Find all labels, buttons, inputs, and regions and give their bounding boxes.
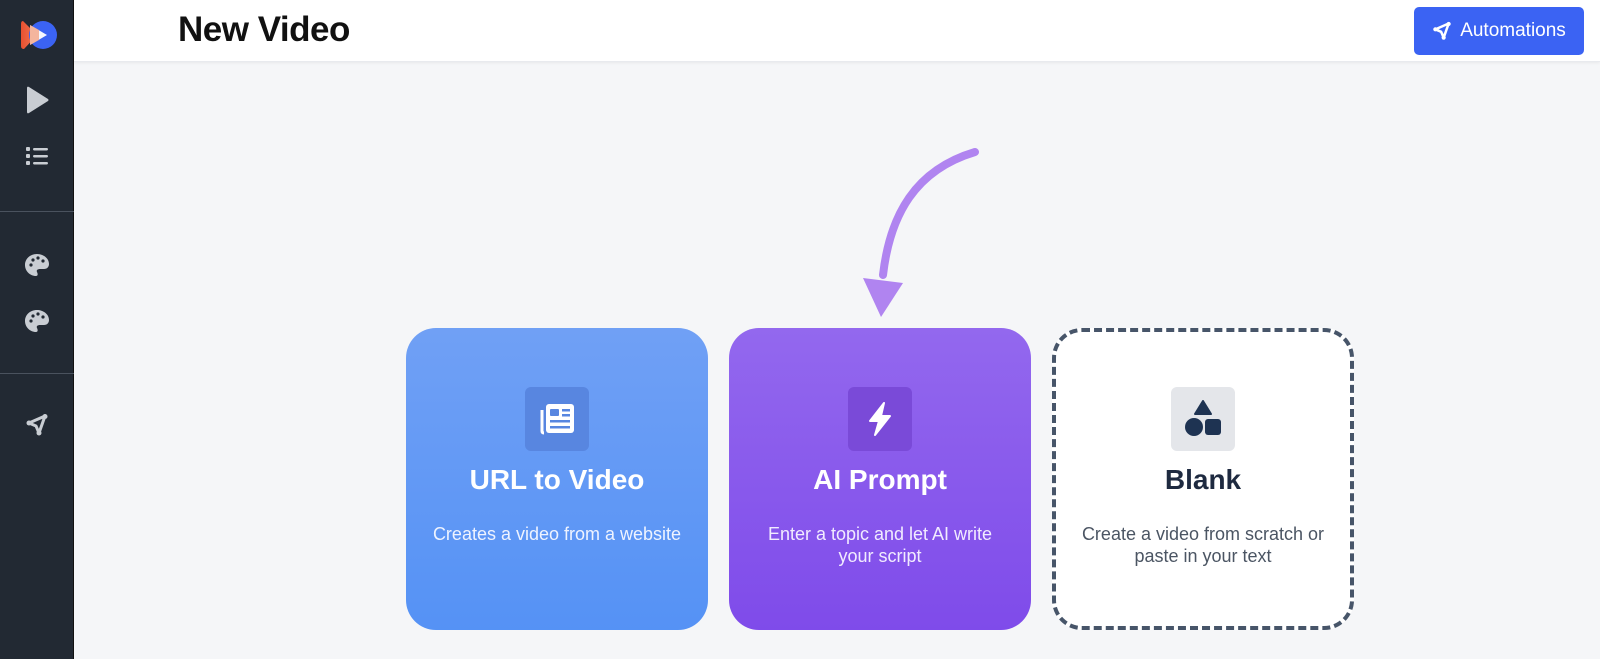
sidebar-divider bbox=[0, 211, 74, 212]
sidebar-item-list[interactable] bbox=[0, 134, 74, 178]
sidebar-item-automations[interactable] bbox=[0, 403, 74, 447]
automation-icon bbox=[26, 414, 48, 436]
card-title: AI Prompt bbox=[813, 464, 947, 495]
card-title: URL to Video bbox=[469, 464, 645, 495]
page-title: New Video bbox=[178, 10, 350, 49]
shapes-icon bbox=[1185, 400, 1221, 436]
card-icon-box bbox=[1171, 387, 1235, 451]
sidebar-item-videos[interactable] bbox=[0, 78, 74, 122]
palette-icon bbox=[25, 310, 49, 332]
card-icon-box bbox=[525, 387, 589, 451]
ai-prompt-card[interactable]: AI Prompt Enter a topic and let AI write… bbox=[729, 328, 1031, 630]
sidebar-divider bbox=[0, 373, 74, 374]
sidebar-item-theme-1[interactable] bbox=[0, 243, 74, 287]
play-icon bbox=[27, 86, 49, 114]
top-bar: New Video Automations bbox=[74, 0, 1600, 62]
automations-label: Automations bbox=[1460, 20, 1566, 41]
card-title: Blank bbox=[1164, 464, 1242, 495]
palette-icon bbox=[25, 254, 49, 276]
app-logo[interactable] bbox=[0, 13, 74, 57]
annotation-arrow-icon bbox=[863, 148, 979, 317]
sidebar-item-theme-2[interactable] bbox=[0, 299, 74, 343]
blank-card[interactable]: Blank Create a video from scratch or pas… bbox=[1052, 328, 1354, 630]
bolt-icon bbox=[869, 402, 891, 436]
automations-button[interactable]: Automations bbox=[1414, 7, 1584, 55]
url-to-video-card[interactable]: URL to Video Creates a video from a webs… bbox=[406, 328, 708, 630]
logo-icon bbox=[21, 21, 57, 49]
card-description: Enter a topic and let AI write your scri… bbox=[767, 524, 993, 566]
newspaper-icon bbox=[540, 404, 574, 435]
card-icon-box bbox=[848, 387, 912, 451]
sidebar bbox=[0, 0, 74, 659]
automation-icon bbox=[1433, 21, 1451, 40]
card-description: Create a video from scratch or paste in … bbox=[1081, 524, 1325, 566]
list-icon bbox=[26, 147, 48, 165]
card-description: Creates a video from a website bbox=[432, 524, 682, 544]
